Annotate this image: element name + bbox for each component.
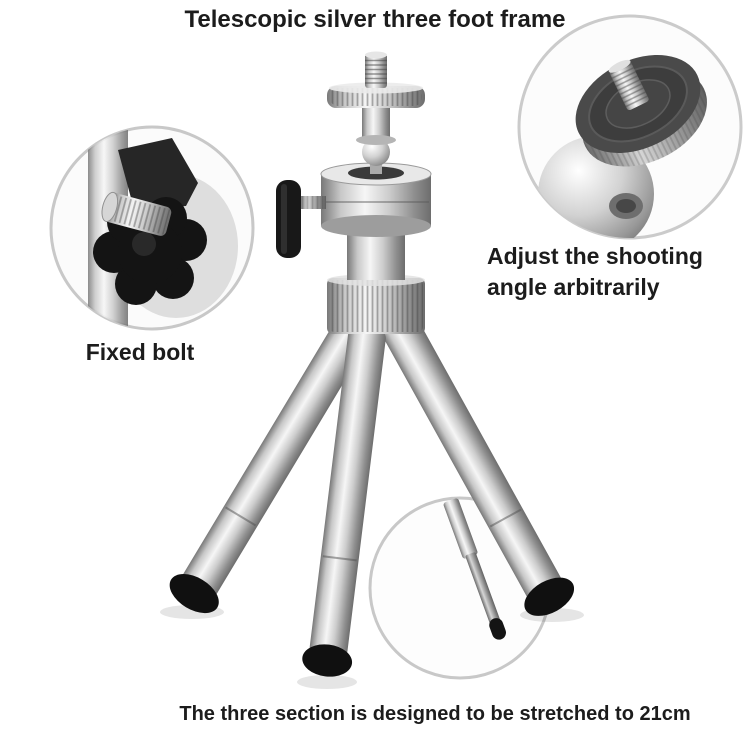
knurled-collar: [327, 274, 425, 334]
clamp-body: [118, 138, 198, 209]
foot-cap-left: [169, 574, 219, 614]
camera-screw: [365, 51, 387, 88]
stem-flange: [356, 135, 396, 145]
mounting-plate: [327, 82, 425, 108]
head-housing: [320, 162, 432, 237]
leg-tip: [489, 618, 506, 640]
adjust-angle-line2: angle arbitrarily: [487, 274, 660, 300]
fixed-bolt-label: Fixed bolt: [85, 339, 195, 365]
adjust-angle-line1: Adjust the shooting: [487, 243, 703, 269]
ball-joint: [362, 138, 390, 166]
page-title: Telescopic silver three foot frame: [184, 6, 566, 33]
bottom-caption: The three section is designed to be stre…: [179, 703, 691, 725]
plate-closeup: [575, 54, 707, 167]
tripod-leg-left: [169, 318, 369, 614]
ball-head-inset: [517, 14, 743, 240]
foot-shadow-middle: [297, 675, 357, 689]
adjust-knob: [276, 180, 326, 258]
foot-cap-right: [524, 577, 575, 616]
fixed-bolt-inset: [49, 125, 255, 331]
extended-leg-section: [443, 498, 506, 640]
center-column: [347, 230, 405, 280]
tripod-leg-right: [384, 318, 575, 616]
adjust-angle-label: Adjust the shooting angle arbitrarily: [487, 241, 737, 303]
foot-cap-middle: [302, 644, 353, 677]
tripod-leg-middle: [302, 326, 386, 677]
bolt-screw: [101, 191, 172, 236]
